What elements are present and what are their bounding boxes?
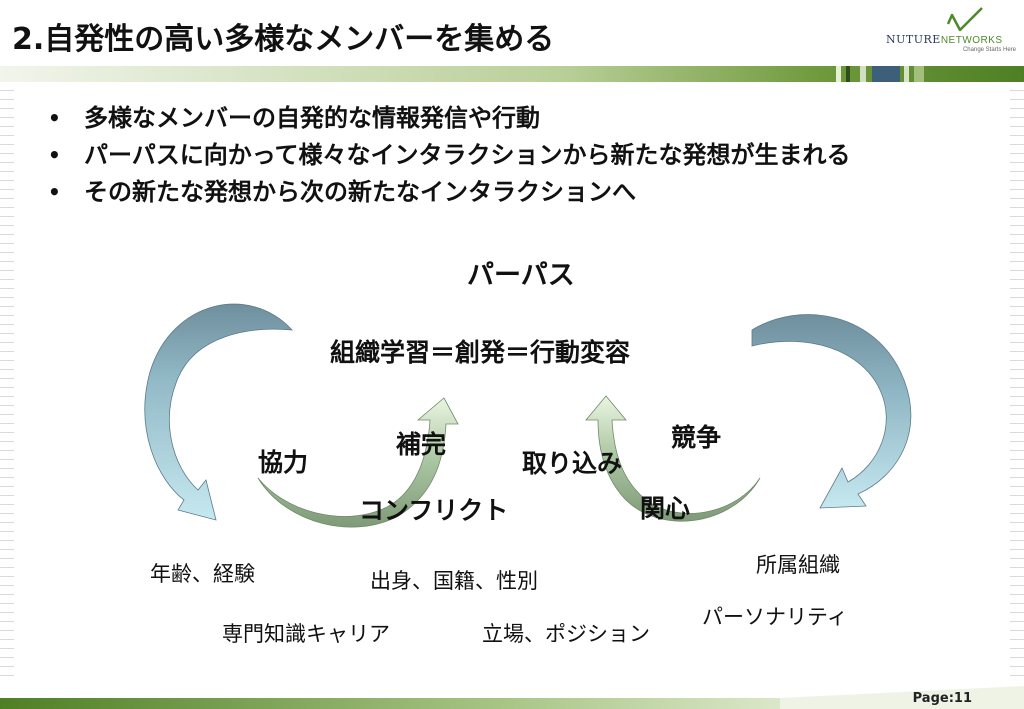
career-label: 専門知識キャリア	[222, 622, 390, 646]
left-ruler-decoration	[0, 90, 14, 680]
slide-title: 2.自発性の高い多様なメンバーを集める	[12, 22, 555, 57]
footer-band	[0, 686, 1024, 709]
left-outer-arrow	[144, 303, 293, 521]
org-learning-label: 組織学習＝創発＝行動変容	[330, 338, 631, 367]
bullet-text: その新たな発想から次の新たなインタラクションへ	[84, 178, 636, 206]
company-logo: NUTURENETWORKS Change Starts Here	[886, 6, 1020, 62]
position-label: 立場、ポジション	[482, 622, 650, 646]
conflict-label: コンフリクト	[359, 496, 509, 525]
logo-wordmark: NUTURENETWORKS	[886, 33, 1003, 46]
bullet-dot: •	[48, 143, 61, 167]
header-band	[0, 66, 1024, 82]
personality-label: パーソナリティ	[702, 605, 848, 629]
bullet-dot: •	[48, 180, 61, 204]
bullet-dot: •	[48, 106, 61, 130]
logo-tagline: Change Starts Here	[962, 47, 1016, 53]
logo-name-part1: NUTURE	[886, 33, 941, 46]
bullet-text: パーパスに向かって様々なインタラクションから新たな発想が生まれる	[84, 141, 851, 169]
complement-label: 補完	[396, 430, 447, 459]
purpose-label: パーパス	[467, 260, 575, 291]
interest-label: 関心	[640, 494, 691, 523]
page-number: Page:11	[912, 691, 972, 706]
right-outer-arrow	[751, 314, 912, 509]
logo-name-part2: NETWORKS	[940, 35, 1003, 46]
bullet-item: • パーパスに向かって様々なインタラクションから新たな発想が生まれる	[48, 137, 851, 174]
right-ruler-decoration	[1010, 90, 1024, 680]
incorporation-label: 取り込み	[522, 449, 623, 478]
bullet-text: 多様なメンバーの自発的な情報発信や行動	[84, 104, 540, 132]
cooperation-label: 協力	[258, 448, 309, 477]
bullet-list: • 多様なメンバーの自発的な情報発信や行動 • パーパスに向かって様々なインタラクシ…	[48, 100, 851, 211]
logo-check-icon	[946, 7, 983, 32]
right-inner-arrow	[585, 395, 761, 522]
bullet-item: • 多様なメンバーの自発的な情報発信や行動	[48, 100, 851, 137]
left-inner-arrow	[257, 397, 459, 528]
competition-label: 競争	[671, 423, 722, 452]
origin-label: 出身、国籍、性別	[370, 569, 538, 593]
affiliation-label: 所属組織	[756, 553, 840, 577]
bullet-item: • その新たな発想から次の新たなインタラクションへ	[48, 174, 851, 211]
age-experience-label: 年齢、経験	[150, 562, 255, 586]
